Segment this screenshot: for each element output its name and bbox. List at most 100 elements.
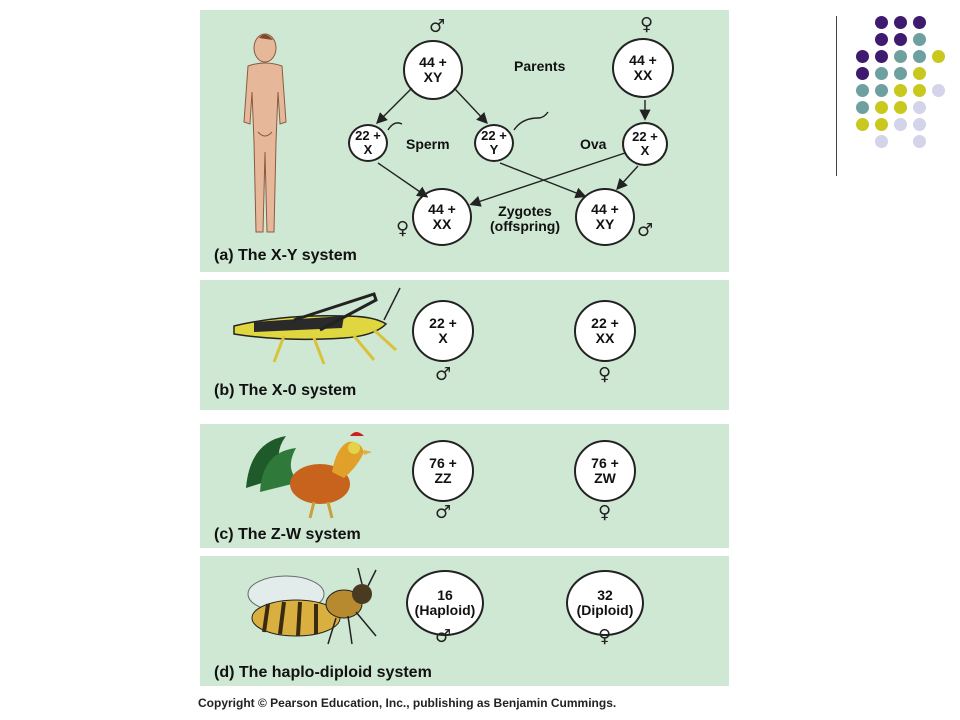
cell-line-2: Y xyxy=(489,142,499,157)
male-symbol-icon: ♂ xyxy=(435,626,452,647)
arrow-parent-to-sperm-x xyxy=(376,87,413,124)
cell-line-1: 76 + xyxy=(591,455,619,472)
decorative-dot xyxy=(875,84,888,97)
decorative-dot xyxy=(875,67,888,80)
arrow-parent-to-sperm-y xyxy=(453,87,488,125)
panel-c-caption: (c) The Z-W system xyxy=(214,526,361,544)
female-symbol-icon: ♀ xyxy=(598,626,612,647)
male-symbol-icon: ♂ xyxy=(435,502,452,523)
male-cell: 22 + X xyxy=(412,300,474,362)
caption-letter: (d) xyxy=(214,664,235,681)
male-symbol-icon: ♂ xyxy=(435,364,452,385)
decorative-dot xyxy=(913,118,926,131)
rooster-illustration xyxy=(246,432,372,519)
cell-line-2: X xyxy=(438,330,448,346)
ovum-cell: 22 + X xyxy=(622,122,668,166)
decorative-dot xyxy=(932,84,945,97)
decorative-dot xyxy=(913,33,926,46)
copyright-notice: Copyright © Pearson Education, Inc., pub… xyxy=(198,696,617,710)
panel-b-caption: (b) The X-0 system xyxy=(214,382,356,400)
sperm-x-cell: 22 + X xyxy=(348,124,388,162)
cell-line-1: 22 + xyxy=(355,128,381,144)
cell-line-2: (Haploid) xyxy=(414,602,476,618)
ova-label: Ova xyxy=(580,136,607,152)
decorative-dot xyxy=(875,135,888,148)
zygote-female-cell: 44 + XX xyxy=(412,188,472,246)
male-symbol-icon: ♂ xyxy=(429,16,446,37)
zygotes-label: Zygotes (offspring) xyxy=(490,203,560,235)
caption-letter: (a) xyxy=(214,247,234,264)
decorative-dot xyxy=(856,118,869,131)
caption-text: The X-Y system xyxy=(238,247,357,264)
decorative-dot xyxy=(894,118,907,131)
decorative-dot xyxy=(913,135,926,148)
cell-line-1: 22 + xyxy=(481,128,507,144)
panel-d-caption: (d) The haplo-diploid system xyxy=(214,664,432,682)
decorative-dot xyxy=(856,84,869,97)
female-symbol-icon: ♀ xyxy=(640,14,654,35)
decorative-dot xyxy=(913,67,926,80)
cell-line-2: ZZ xyxy=(434,470,452,486)
decorative-dot xyxy=(894,33,907,46)
arrow-sperm-x-to-zygote xyxy=(377,162,429,198)
parent-male-cell: 44 + XY xyxy=(403,40,463,100)
cell-line-1: 76 + xyxy=(429,455,457,472)
zygotes-label-line-1: Zygotes xyxy=(498,203,552,219)
decorative-dot xyxy=(875,101,888,114)
cell-line-1: 44 + xyxy=(591,201,619,218)
cell-line-2: (Diploid) xyxy=(576,602,634,618)
decorative-dot xyxy=(894,16,907,29)
female-cell: 76 + ZW xyxy=(574,440,636,502)
sperm-tail-y xyxy=(513,111,549,131)
female-symbol-icon: ♀ xyxy=(598,502,612,523)
decorative-dot xyxy=(875,16,888,29)
panel-a-caption: (a) The X-Y system xyxy=(214,247,357,265)
arrow-ovum-to-male-zygote xyxy=(616,165,639,191)
cell-line-2: XY xyxy=(595,216,615,232)
cell-line-2: XY xyxy=(423,69,443,85)
caption-letter: (c) xyxy=(214,526,234,543)
divider-line xyxy=(836,16,837,176)
decorative-dot xyxy=(875,33,888,46)
sperm-label: Sperm xyxy=(406,136,450,152)
decorative-dot xyxy=(894,67,907,80)
parent-female-cell: 44 + XX xyxy=(612,38,674,98)
panel-haplo-diploid-system: 16 (Haploid) 32 (Diploid) ♂ ♀ (d) The ha… xyxy=(200,556,729,686)
decorative-dot xyxy=(875,50,888,63)
male-symbol-icon: ♂ xyxy=(637,220,654,241)
panel-xy-system: ♂ ♀ 44 + XY Parents 44 + XX 22 + X Sperm… xyxy=(200,10,729,272)
female-symbol-icon: ♀ xyxy=(598,364,612,385)
caption-text: The Z-W system xyxy=(238,526,361,543)
arrow-ovum-to-female-zygote xyxy=(469,152,626,207)
honeybee-illustration xyxy=(247,567,377,645)
female-cell: 22 + XX xyxy=(574,300,636,362)
decorative-dot xyxy=(875,118,888,131)
decorative-dot xyxy=(932,50,945,63)
male-cell: 76 + ZZ xyxy=(412,440,474,502)
sperm-tail-x xyxy=(387,122,403,131)
cell-line-1: 32 xyxy=(597,587,613,604)
inheritance-arrows xyxy=(376,87,651,207)
cell-line-1: 44 + xyxy=(428,201,456,218)
decorative-dot xyxy=(913,101,926,114)
decorative-dot xyxy=(913,16,926,29)
human-figure-illustration xyxy=(243,33,287,233)
cell-line-1: 44 + xyxy=(629,52,657,69)
caption-text: The haplo-diploid system xyxy=(238,664,432,681)
decorative-dot xyxy=(856,50,869,63)
cell-line-1: 44 + xyxy=(419,54,447,71)
arrow-sperm-y-to-zygote xyxy=(499,162,587,199)
male-cell: 16 (Haploid) xyxy=(406,570,484,636)
female-cell: 32 (Diploid) xyxy=(566,570,644,636)
sperm-y-cell: 22 + Y xyxy=(474,124,514,162)
cell-line-1: 22 + xyxy=(429,315,457,332)
cell-line-1: 22 + xyxy=(591,315,619,332)
decorative-dot xyxy=(894,84,907,97)
cell-line-2: XX xyxy=(595,330,615,346)
decorative-dot xyxy=(894,101,907,114)
cell-line-1: 22 + xyxy=(632,129,658,145)
cell-line-1: 16 xyxy=(437,587,453,604)
caption-text: The X-0 system xyxy=(238,382,357,399)
decorative-dot xyxy=(856,101,869,114)
decorative-dot xyxy=(913,84,926,97)
